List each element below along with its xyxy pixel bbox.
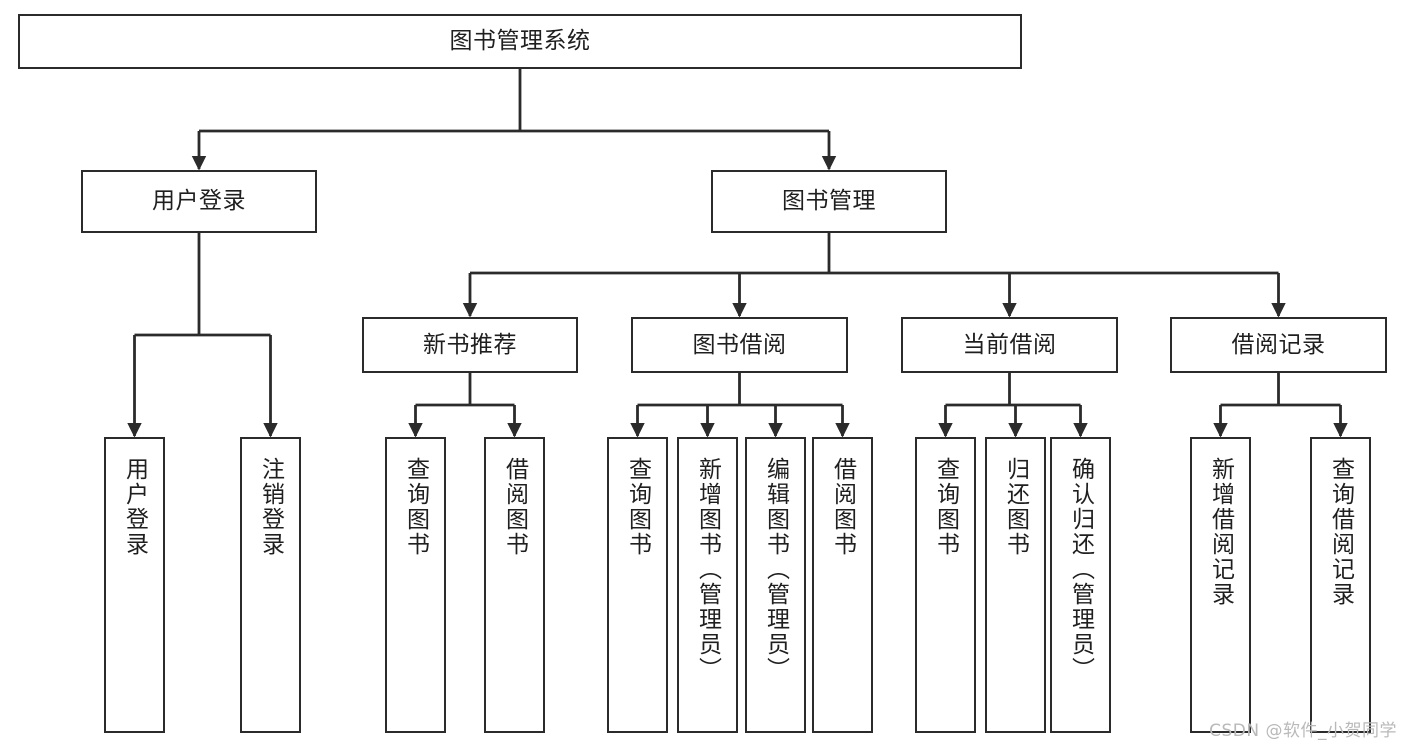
node-leaf-user-login[interactable]: 用户登录 xyxy=(104,437,165,733)
node-label: 借阅记录 xyxy=(1231,331,1326,358)
node-borrow-record[interactable]: 借阅记录 xyxy=(1170,317,1387,373)
node-label: 新书推荐 xyxy=(423,331,517,358)
node-label: 借阅图书 xyxy=(829,457,856,557)
node-label: 图书借阅 xyxy=(692,331,787,358)
node-label: 图书管理系统 xyxy=(449,28,591,55)
node-label: 查询图书 xyxy=(402,457,429,557)
node-label: 新增借阅记录 xyxy=(1207,457,1234,607)
node-label: 归还图书 xyxy=(1002,457,1029,557)
node-label: 图书管理 xyxy=(782,188,876,215)
node-leaf-user-logout[interactable]: 注销登录 xyxy=(240,437,301,733)
node-book-manage[interactable]: 图书管理 xyxy=(711,170,947,233)
node-current-borrow[interactable]: 当前借阅 xyxy=(901,317,1118,373)
node-label: 确认归还（管理员） xyxy=(1067,457,1094,682)
node-leaf-rec-borrow[interactable]: 借阅图书 xyxy=(484,437,545,733)
node-label: 新增图书（管理员） xyxy=(694,457,721,682)
node-label: 查询借阅记录 xyxy=(1327,457,1354,607)
node-leaf-cur-return[interactable]: 归还图书 xyxy=(985,437,1046,733)
node-leaf-borrow-query[interactable]: 查询图书 xyxy=(607,437,668,733)
node-new-book-rec[interactable]: 新书推荐 xyxy=(362,317,578,373)
node-book-borrow[interactable]: 图书借阅 xyxy=(631,317,848,373)
node-leaf-cur-confirm[interactable]: 确认归还（管理员） xyxy=(1050,437,1111,733)
node-label: 当前借阅 xyxy=(962,331,1057,358)
node-label: 注销登录 xyxy=(257,457,284,557)
node-label: 查询图书 xyxy=(624,457,651,557)
node-leaf-cur-query[interactable]: 查询图书 xyxy=(915,437,976,733)
node-user-login[interactable]: 用户登录 xyxy=(81,170,317,233)
node-leaf-rec-query[interactable]: 查询图书 xyxy=(385,437,446,733)
node-leaf-borrow-edit[interactable]: 编辑图书（管理员） xyxy=(745,437,806,733)
node-label: 用户登录 xyxy=(121,457,148,557)
node-label: 借阅图书 xyxy=(501,457,528,557)
node-leaf-borrow-lend[interactable]: 借阅图书 xyxy=(812,437,873,733)
node-label: 查询图书 xyxy=(932,457,959,557)
node-label: 编辑图书（管理员） xyxy=(762,457,789,682)
node-leaf-rec-query2[interactable]: 查询借阅记录 xyxy=(1310,437,1371,733)
node-leaf-rec-add[interactable]: 新增借阅记录 xyxy=(1190,437,1251,733)
node-label: 用户登录 xyxy=(152,188,246,215)
node-leaf-borrow-add[interactable]: 新增图书（管理员） xyxy=(677,437,738,733)
node-root-system[interactable]: 图书管理系统 xyxy=(18,14,1022,69)
